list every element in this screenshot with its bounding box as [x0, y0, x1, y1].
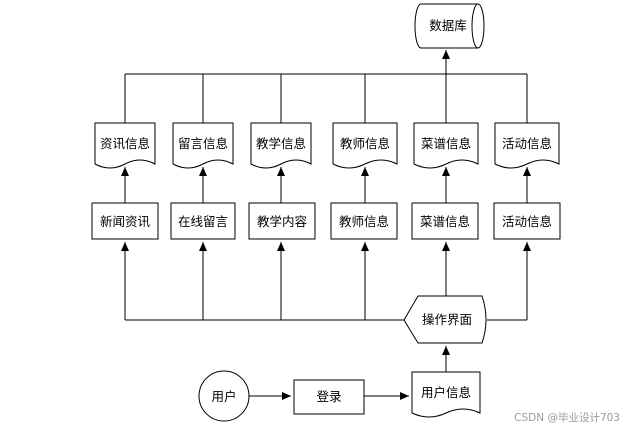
- module-label: 菜谱信息: [420, 214, 470, 229]
- doc-node: 留言信息: [172, 122, 234, 169]
- doc-label: 教学信息: [256, 136, 306, 151]
- login-node: 登录: [293, 379, 365, 415]
- interface-bus: [121, 242, 531, 321]
- login-label: 登录: [316, 389, 341, 404]
- module-label: 新闻资讯: [100, 214, 151, 229]
- user-label: 用户: [211, 389, 236, 404]
- doc-label: 菜谱信息: [421, 136, 471, 151]
- doc-label: 教师信息: [340, 136, 390, 151]
- doc-node: 教师信息: [332, 122, 398, 169]
- module-node: 活动信息: [493, 202, 561, 240]
- watermark: CSDN @毕业设计703: [514, 411, 620, 424]
- doc-node: 教学信息: [250, 122, 312, 169]
- doc-label: 资讯信息: [100, 136, 150, 151]
- database-label: 数据库: [429, 18, 467, 33]
- user-node: 用户: [198, 370, 250, 422]
- module-label: 活动信息: [502, 214, 552, 229]
- module-node: 新闻资讯: [91, 202, 159, 240]
- doc-label: 留言信息: [178, 136, 228, 151]
- doc-node: 资讯信息: [94, 122, 156, 169]
- userinfo-label: 用户信息: [421, 385, 471, 400]
- module-node: 菜谱信息: [411, 202, 479, 240]
- interface-node: 操作界面: [403, 295, 487, 344]
- database-node: 数据库: [414, 3, 485, 49]
- module-label: 在线留言: [178, 214, 228, 229]
- module-label: 教师信息: [339, 214, 389, 229]
- module-to-doc-arrows: [121, 167, 531, 203]
- doc-label: 活动信息: [502, 136, 552, 151]
- interface-shape: [403, 295, 487, 344]
- interface-label: 操作界面: [422, 312, 472, 327]
- module-node: 教师信息: [330, 202, 398, 240]
- doc-node: 活动信息: [494, 122, 560, 169]
- module-node: 教学内容: [248, 202, 316, 240]
- doc-node: 菜谱信息: [413, 122, 479, 169]
- module-label: 教学内容: [257, 214, 307, 229]
- userinfo-node: 用户信息: [411, 371, 481, 418]
- module-node: 在线留言: [170, 202, 236, 240]
- top-connector: [124, 50, 528, 123]
